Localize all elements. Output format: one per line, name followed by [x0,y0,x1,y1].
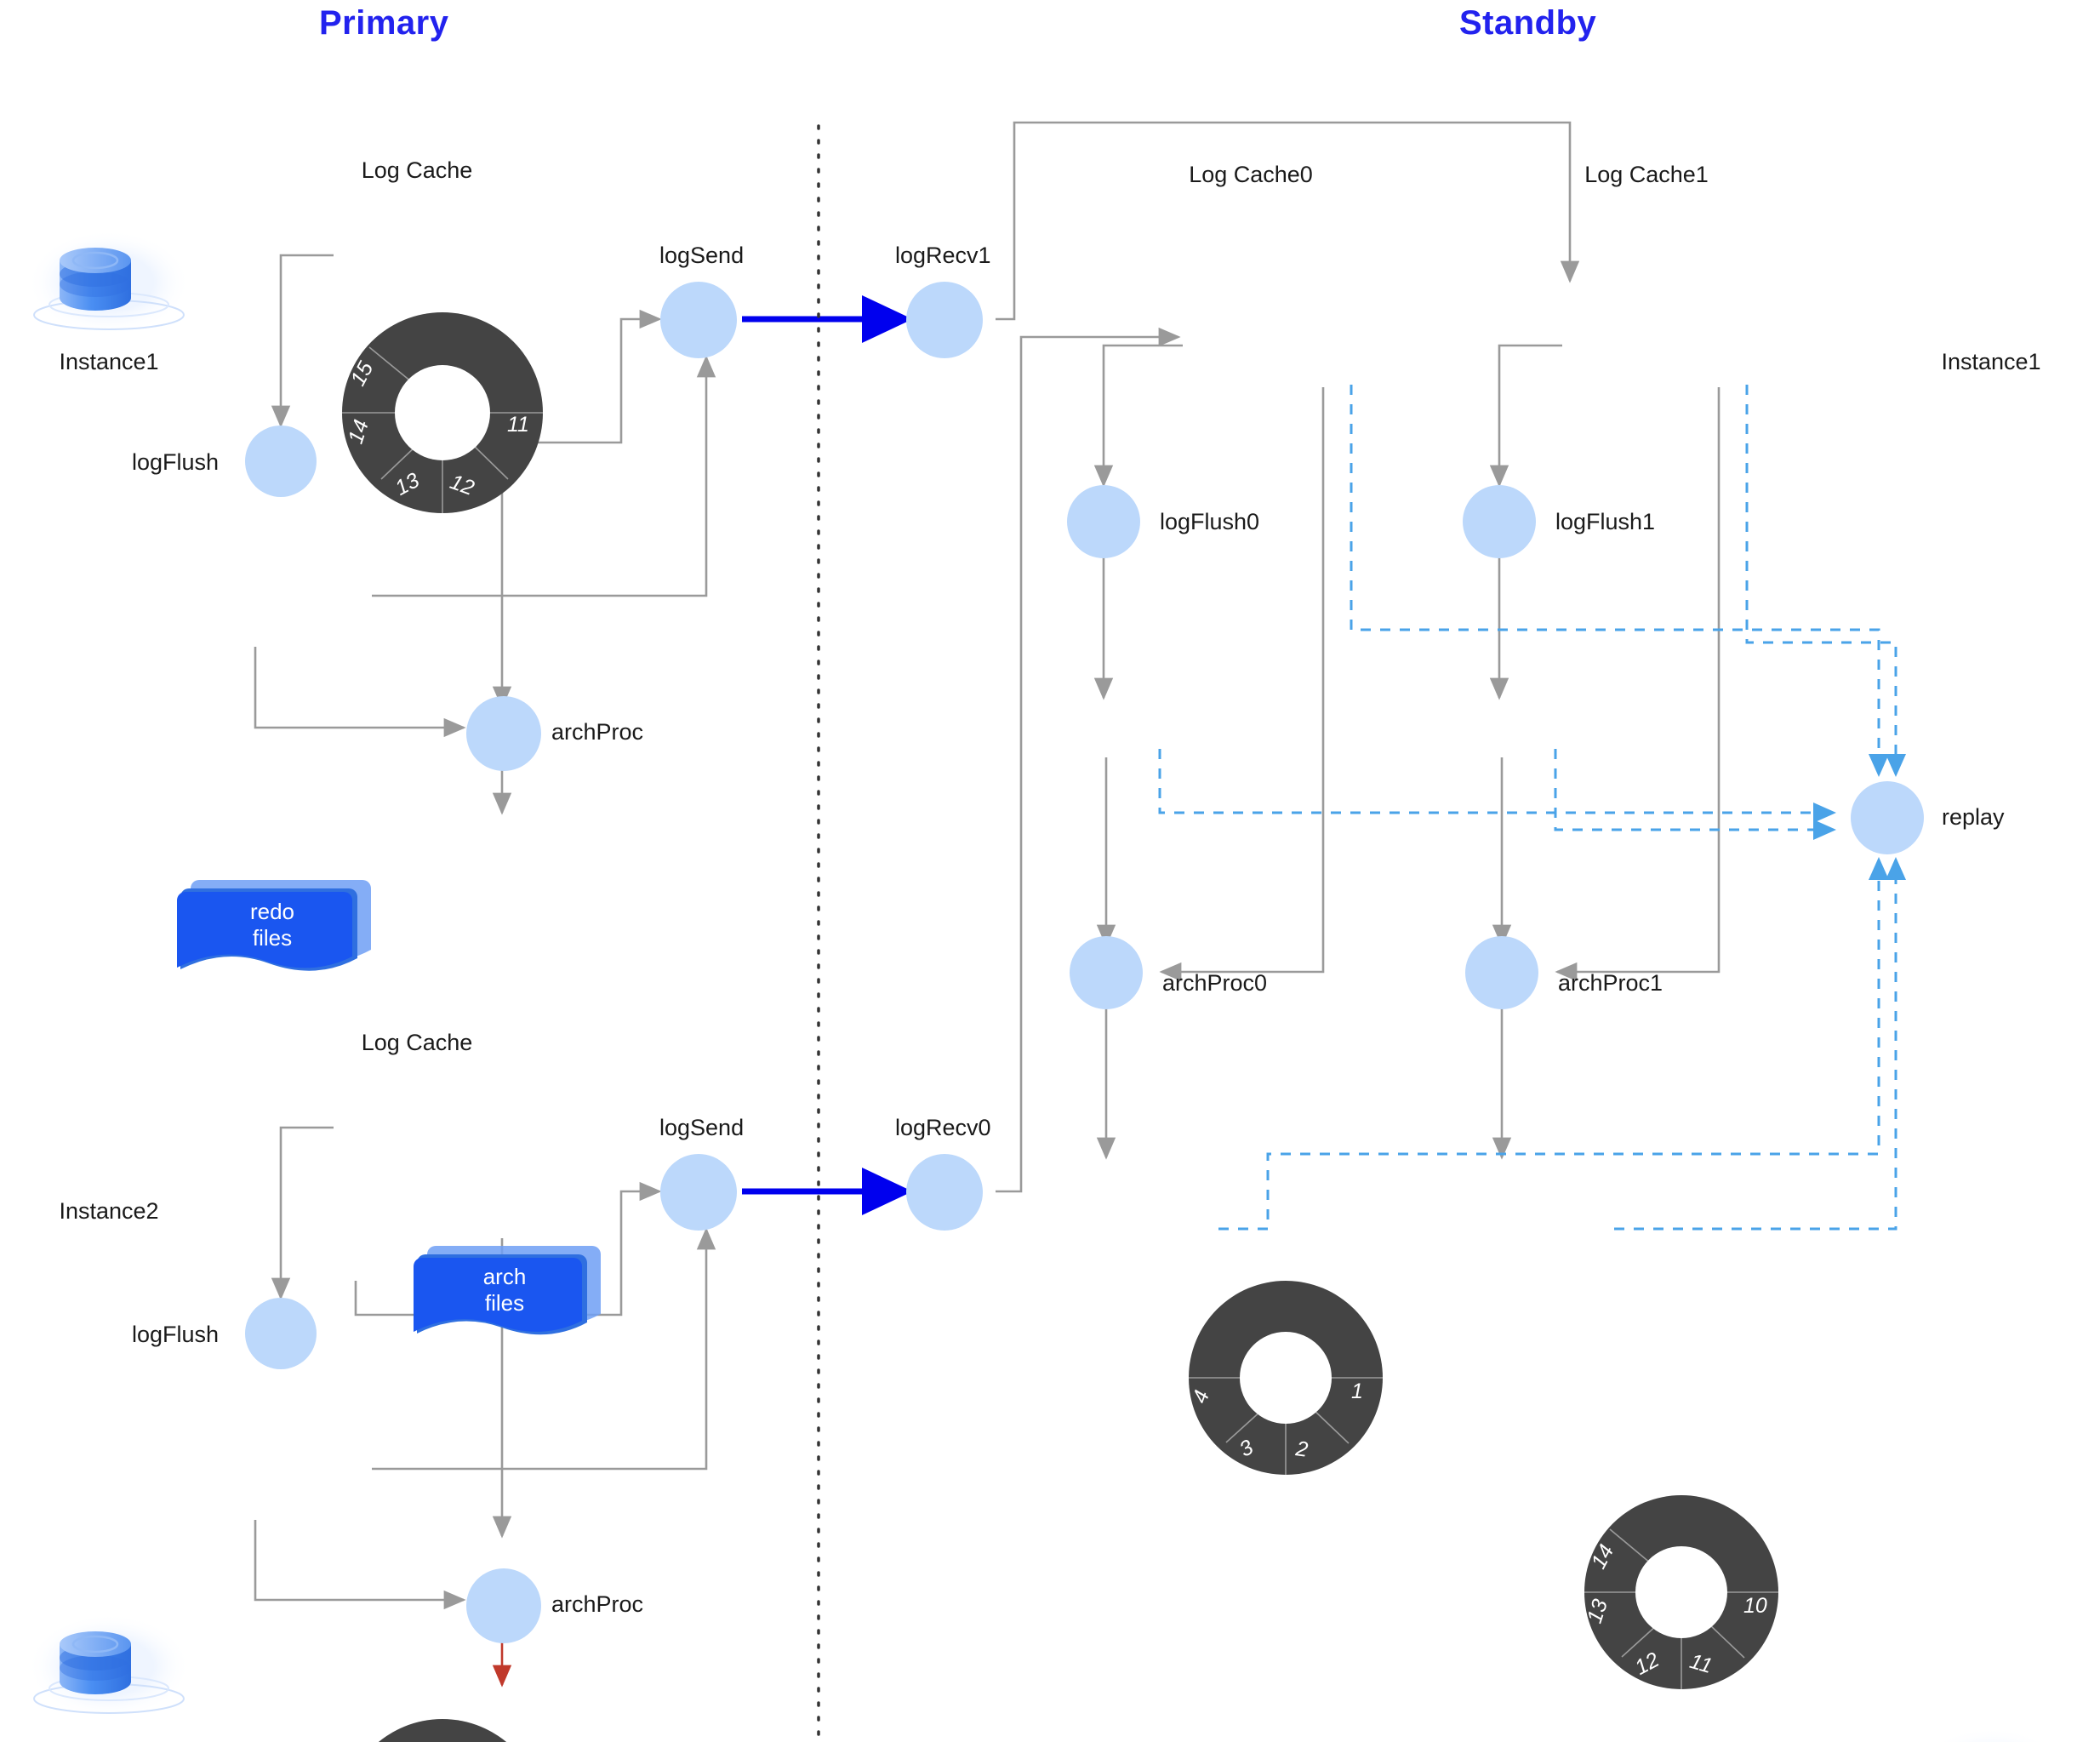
standby-logrecv1-node [906,282,983,358]
primary-arch-files-1-label: arch files [482,1264,527,1316]
primary-archproc2-node [466,1568,541,1643]
standby-replay-node [1851,781,1924,854]
database-cylinder-icon [24,230,194,340]
primary-logflush1-label: logFlush [132,449,220,475]
instance1-primary-label: Instance1 [59,349,159,374]
instance1-standby-label: Instance1 [1941,349,2041,374]
primary-arch-files-1: arch files [407,1242,602,1343]
primary-cache1-seg-4: 11 [507,413,529,437]
primary-redo-files-1: redo files [170,877,374,979]
instance2-primary-label: Instance2 [59,1198,159,1224]
standby-logrecv0-node [906,1154,983,1231]
primary-logsend2-label: logSend [659,1115,745,1140]
standby-cache1-seg-4: 10 [1743,1594,1767,1618]
primary-archproc2-label: archProc [551,1591,644,1617]
standby-logrecv0-label: logRecv0 [895,1115,991,1140]
standby-logflush1-node [1463,485,1536,558]
database-cylinder-icon [24,1613,194,1724]
standby-cache1-donut: 14 13 12 11 10 [1574,1485,1789,1699]
standby-cache1-title: Log Cache1 [1584,162,1709,187]
primary-cache1-donut: 15 14 13 12 11 [332,302,553,523]
primary-cache2-title: Log Cache [361,1030,473,1055]
standby-archproc1-label: archProc1 [1558,970,1663,996]
primary-cache2-donut: 6 5 4 3 2 [332,1709,553,1742]
standby-logflush0-label: logFlush0 [1160,509,1260,534]
standby-archproc0-label: archProc0 [1162,970,1268,996]
primary-logsend2-node [660,1154,737,1231]
primary-logsend1-label: logSend [659,243,745,268]
standby-archproc1-node [1465,936,1538,1009]
standby-cache0-donut: 4 3 2 1 [1178,1271,1393,1485]
zone-title-primary: Primary [319,4,449,42]
standby-archproc0-node [1070,936,1143,1009]
primary-logflush2-label: logFlush [132,1322,220,1347]
database-cylinder-icon [1906,1728,2076,1742]
standby-cache0-seg-3: 1 [1351,1379,1363,1403]
standby-replay-label: replay [1942,804,2005,830]
primary-redo-files-1-label: redo files [249,899,295,951]
primary-archproc1-label: archProc [551,719,644,745]
standby-logflush0-node [1067,485,1140,558]
standby-logflush1-label: logFlush1 [1555,509,1656,534]
primary-logsend1-node [660,282,737,358]
standby-logrecv1-label: logRecv1 [895,243,991,268]
zone-title-standby: Standby [1459,4,1597,42]
primary-logflush2-node [245,1298,317,1369]
primary-archproc1-node [466,696,541,771]
primary-cache1-title: Log Cache [361,157,473,183]
standby-solid-connectors [996,121,1721,1193]
replication-links [742,295,913,1215]
standby-cache0-title: Log Cache0 [1189,162,1313,187]
primary-logflush1-node [245,426,317,497]
